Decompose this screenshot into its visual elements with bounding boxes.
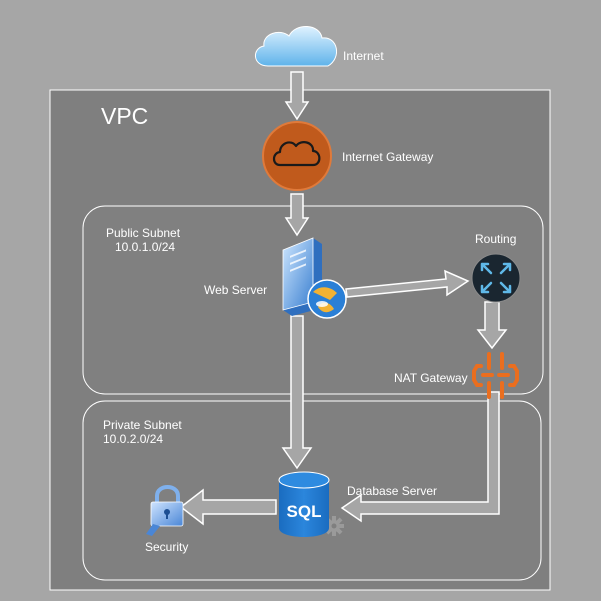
- arrow-webserver-to-routing: [345, 269, 470, 298]
- sql-icon-text: SQL: [287, 502, 322, 521]
- arrow-database-to-security: [179, 488, 277, 526]
- nat-gateway-icon: [472, 352, 519, 399]
- arrow-gateway-to-webserver: [284, 193, 310, 237]
- private-subnet-cidr: 10.0.2.0/24: [103, 432, 164, 446]
- arrow-internet-to-gateway: [284, 71, 310, 121]
- internet-gateway-label: Internet Gateway: [342, 150, 434, 164]
- server-icon: [282, 237, 347, 319]
- public-subnet-cidr: 10.0.1.0/24: [115, 240, 176, 254]
- security-label: Security: [145, 540, 189, 554]
- database-server-label: Database Server: [347, 484, 438, 498]
- sql-database-icon: SQL: [278, 471, 344, 537]
- internet-gateway-icon: [262, 121, 332, 191]
- public-subnet-name: Public Subnet: [106, 226, 181, 240]
- arrow-nat-to-database: [340, 391, 500, 523]
- nat-gateway-label: NAT Gateway: [394, 371, 468, 385]
- internet-label: Internet: [343, 49, 384, 63]
- lock-icon: [146, 485, 184, 536]
- arrow-webserver-to-database: [281, 315, 313, 470]
- router-icon: [471, 253, 521, 303]
- routing-label: Routing: [475, 232, 517, 246]
- web-server-label: Web Server: [204, 283, 268, 297]
- arrow-routing-to-nat: [476, 301, 508, 350]
- vpc-title: VPC: [101, 103, 149, 129]
- cloud-icon: [255, 26, 337, 67]
- private-subnet-name: Private Subnet: [103, 418, 182, 432]
